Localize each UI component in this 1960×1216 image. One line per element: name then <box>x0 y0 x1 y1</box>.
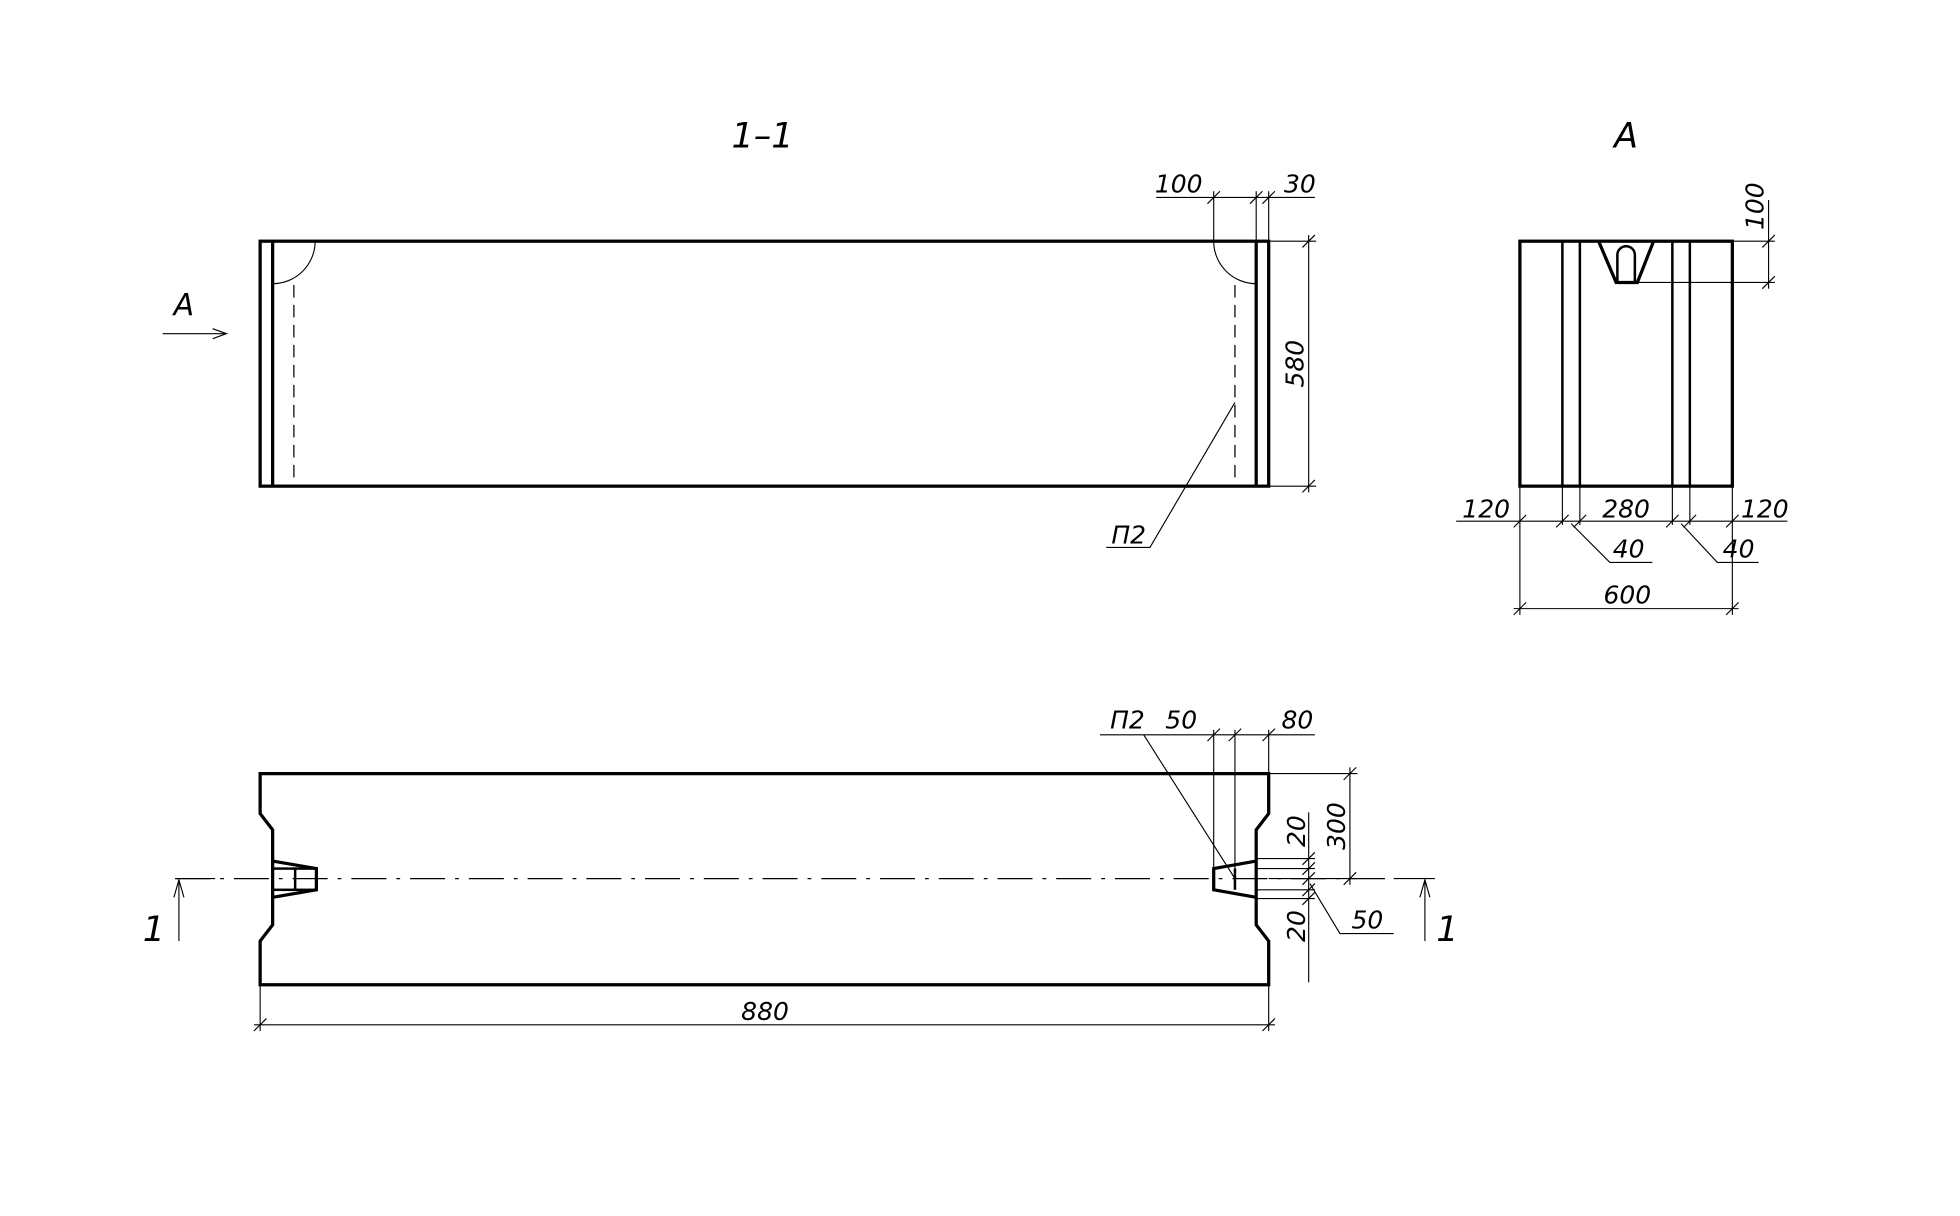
section-title: 1–1 <box>732 116 794 156</box>
dimension-tick <box>1228 728 1242 742</box>
dimension-tick <box>1262 728 1276 742</box>
svg-text:1: 1 <box>143 910 165 950</box>
dimension-tick <box>1725 601 1739 616</box>
dimension-tick <box>1207 190 1221 205</box>
dim-100-end: 100 <box>1741 182 1770 230</box>
section-1-1-view <box>258 239 1271 488</box>
dimension-tick <box>1302 861 1316 876</box>
end-view-a <box>1518 239 1734 488</box>
dim-880: 880 <box>741 997 789 1026</box>
dimension-tick <box>1262 1018 1276 1032</box>
dimension-tick <box>1513 601 1527 616</box>
dim-280: 280 <box>1602 494 1650 523</box>
leader-p2-plan: П2 <box>1110 706 1145 735</box>
dim-120-left: 120 <box>1462 494 1510 523</box>
top-view-dimensions: 100 30 580 П2 <box>1106 169 1317 550</box>
dim-20-upper: 20 <box>1282 815 1311 847</box>
section-mark-left: 1 <box>143 877 216 950</box>
dimension-tick <box>1725 514 1739 528</box>
dimension-tick <box>1555 514 1570 528</box>
dim-100: 100 <box>1155 169 1203 198</box>
dim-80: 80 <box>1282 706 1314 735</box>
plan-view-dimensions: П2 50 80 300 20 20 50 880 <box>253 706 1394 1032</box>
section-mark-right: 1 <box>1393 877 1459 950</box>
dimension-tick <box>1249 190 1263 205</box>
end-view-dimensions: 100 120 280 120 40 40 600 <box>1456 182 1789 615</box>
dim-580: 580 <box>1281 340 1310 388</box>
dimension-tick <box>1513 514 1527 528</box>
dimension-tick <box>1665 514 1680 528</box>
dim-300: 300 <box>1322 802 1351 850</box>
dimension-tick <box>1302 234 1316 248</box>
dim-600: 600 <box>1604 581 1652 610</box>
dim-50-side: 50 <box>1352 906 1384 935</box>
dimension-ticks <box>253 190 1776 1032</box>
dimension-tick <box>1207 728 1221 742</box>
dimension-tick <box>1302 883 1316 897</box>
dimension-tick <box>253 1018 267 1032</box>
dimension-tick <box>1302 891 1316 906</box>
dimension-tick <box>1573 514 1587 528</box>
dimension-tick <box>1262 190 1276 205</box>
dim-30: 30 <box>1284 169 1316 198</box>
dim-40-left: 40 <box>1613 534 1645 563</box>
dimension-tick <box>1761 275 1776 290</box>
dimension-tick <box>1302 479 1316 493</box>
leader-p2-top: П2 <box>1111 521 1146 550</box>
view-a-title: A <box>1612 116 1638 156</box>
svg-text:1: 1 <box>1436 910 1458 950</box>
dimension-tick <box>1343 871 1357 886</box>
dimension-tick <box>1302 871 1316 886</box>
dim-50-top: 50 <box>1165 706 1197 735</box>
dimension-tick <box>1302 851 1316 866</box>
dimension-tick <box>1761 234 1776 248</box>
dimension-tick <box>1683 514 1697 528</box>
view-a-arrow: A <box>162 288 229 340</box>
dim-40-right: 40 <box>1723 534 1755 563</box>
dim-20-lower: 20 <box>1282 910 1311 942</box>
dimension-tick <box>1343 766 1357 781</box>
plan-view <box>175 771 1388 987</box>
svg-text:A: A <box>172 288 195 323</box>
dim-120-right: 120 <box>1741 494 1789 523</box>
